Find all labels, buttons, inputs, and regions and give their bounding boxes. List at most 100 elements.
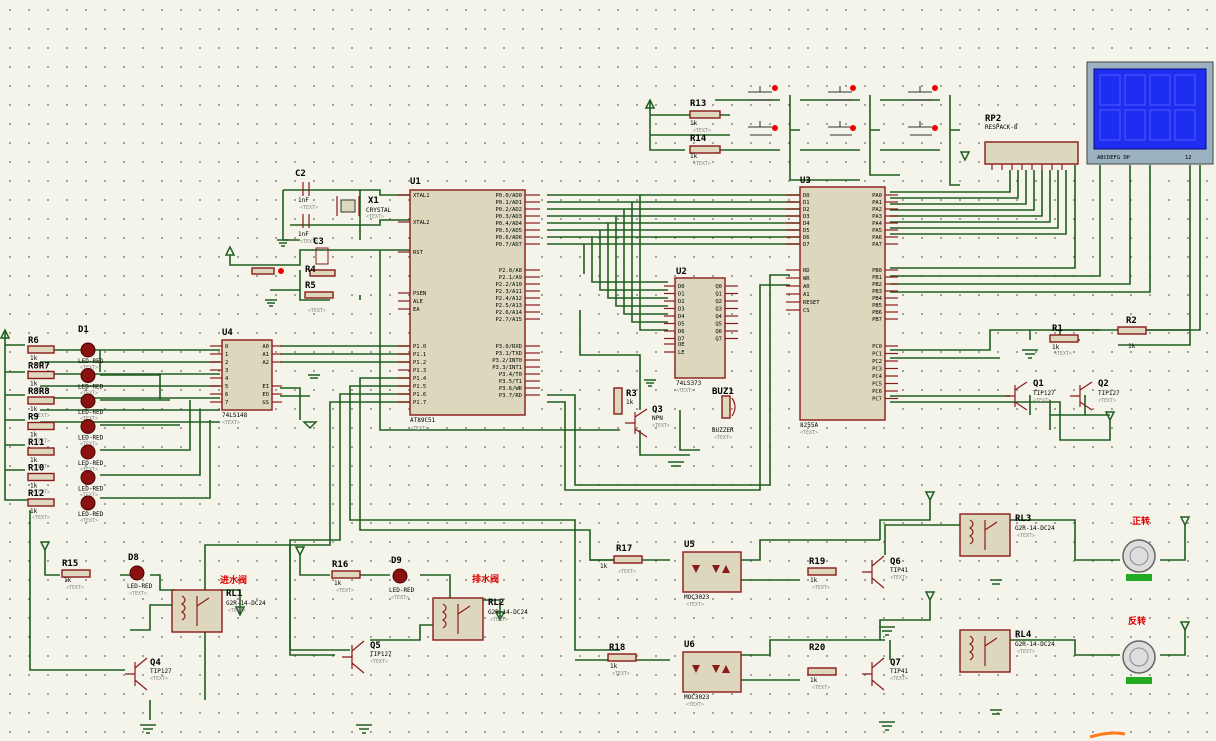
buzzer-buz1[interactable]: BUZ1 BUZZER <TEXT> — [712, 387, 736, 441]
pin-label: EI — [262, 384, 269, 390]
d9-text: <TEXT> — [391, 595, 409, 601]
transistor-q5[interactable]: Q5 TIP127 <TEXT> — [342, 640, 392, 674]
left-led[interactable]: LED-RED<TEXT> — [78, 419, 104, 448]
relay-rl1[interactable]: RL1 G2R-14-DC24 <TEXT> — [171, 589, 266, 633]
rp2-ref: RP2 — [985, 114, 1001, 124]
resistor-r17[interactable]: R17 1k <TEXT> — [600, 544, 643, 575]
left-led[interactable]: LED-RED<TEXT> — [78, 342, 104, 371]
transistor-q1[interactable]: Q1 TIP127 <TEXT> — [1005, 379, 1055, 411]
left-resistor-led-array[interactable]: R61k<TEXT>LED-RED<TEXT>R8R71k<TEXT>LED-R… — [27, 325, 104, 524]
q3-ref: Q3 — [652, 405, 663, 415]
resistor-ref: R6 — [28, 336, 39, 346]
resistor-r3[interactable]: R3 1k — [613, 387, 637, 415]
lcd-display[interactable]: ABCDEFG DP 12 — [1086, 61, 1214, 165]
resistor-value: 1k — [30, 432, 38, 439]
resistor-ref: R10 — [28, 464, 44, 474]
u1-value: AT89C51 — [410, 417, 436, 424]
led-value: LED-RED — [78, 358, 104, 365]
capacitor-c1[interactable]: 1nF <TEXT> — [298, 214, 318, 245]
resistor-r18[interactable]: R18 1k <TEXT> — [607, 643, 637, 677]
resistor-r19[interactable]: R19 1k <TEXT> — [807, 557, 837, 591]
d9-value: LED-RED — [389, 587, 415, 594]
rp2-resistor-pack[interactable]: RP2 RESPACK-8 — [984, 114, 1079, 170]
left-led[interactable]: LED-RED <TEXT> — [78, 368, 104, 397]
pin-label: PA5 — [872, 228, 882, 234]
led-d8[interactable]: D8 LED-RED <TEXT> — [127, 553, 153, 597]
left-led[interactable]: LED-RED<TEXT> — [78, 393, 104, 422]
pin-label: GS — [262, 400, 269, 406]
transistor-q2[interactable]: Q2 TIP127 <TEXT> — [1070, 379, 1120, 411]
capacitor-c3[interactable]: C3 — [313, 237, 329, 265]
resistor-r14[interactable]: R14 1k <TEXT> — [689, 134, 721, 167]
u3-ppi[interactable]: U3 8255A <TEXT> D0D1D2D3D4D5D6D7RDWRA0A1… — [786, 176, 898, 436]
q6-text: <TEXT> — [890, 575, 908, 581]
left-led[interactable]: LED-RED<TEXT> — [78, 444, 104, 473]
relay-rl4[interactable]: RL4 G2R-14-DC24 <TEXT> — [959, 629, 1055, 673]
led-value: LED-RED — [78, 384, 104, 391]
buz1-ref: BUZ1 — [712, 387, 734, 397]
transistor-q6[interactable]: Q6 TIP41 <TEXT> — [862, 555, 908, 589]
resistor-r2[interactable]: R2 1k — [1117, 316, 1147, 350]
led-d9[interactable]: D9 LED-RED <TEXT> — [389, 556, 415, 601]
resistor-value: 1k — [30, 355, 38, 362]
left-led[interactable]: LED-RED<TEXT> — [78, 495, 104, 524]
pin-label: D6 — [803, 235, 810, 241]
pin-label: XTAL1 — [413, 193, 430, 199]
pin-label: 0 — [225, 344, 228, 350]
u6-text: <TEXT> — [686, 702, 704, 708]
left-led[interactable]: LED-RED<TEXT> — [78, 470, 104, 499]
transistor-q7[interactable]: Q7 TIP41 <TEXT> — [862, 657, 908, 691]
pin-label: D4 — [678, 314, 685, 320]
resistor-r15[interactable]: R15 1k <TEXT> — [61, 559, 91, 591]
resistor-text: <TEXT> — [32, 515, 50, 521]
resistor-r4[interactable]: R4 — [305, 265, 336, 277]
u5-ref: U5 — [684, 540, 695, 550]
relay-rl3[interactable]: RL3 G2R-14-DC24 <TEXT> — [959, 513, 1055, 557]
r13-text: <TEXT> — [693, 128, 711, 134]
optocoupler-u6[interactable]: U6 MOC3023 <TEXT> — [682, 640, 742, 708]
cursor-mark — [1089, 731, 1126, 739]
r2-ref: R2 — [1126, 316, 1137, 326]
optocoupler-u5[interactable]: U5 MOC3023 <TEXT> — [682, 540, 742, 608]
rl1-text: <TEXT> — [228, 608, 246, 614]
u6-value: MOC3023 — [684, 694, 710, 701]
transistor-q4[interactable]: Q4 TIP127 <TEXT> — [125, 657, 172, 691]
q5-ref: Q5 — [370, 641, 381, 651]
transistor-q3[interactable]: Q3 NPN <TEXT> — [625, 405, 670, 438]
label-reverse: 反转 — [1128, 615, 1146, 627]
push-buttons[interactable] — [251, 85, 938, 275]
pin-label: P3.6/WR — [499, 386, 523, 392]
pin-label: PB1 — [872, 275, 882, 281]
r15-text: <TEXT> — [66, 585, 84, 591]
resistor-r16[interactable]: R16 1k <TEXT> — [331, 560, 361, 594]
pin-label: PA2 — [872, 207, 882, 213]
pin-label: PB5 — [872, 303, 882, 309]
rl1-value: G2R-14-DC24 — [226, 600, 266, 607]
capacitor-c2[interactable]: C2 1nF <TEXT> — [295, 169, 318, 211]
pin-label: PA1 — [872, 200, 882, 206]
motor-forward[interactable]: 正转 — [1122, 515, 1156, 581]
resistor-r13[interactable]: R13 1k <TEXT> — [689, 99, 721, 134]
motor-reverse[interactable]: 反转 — [1122, 615, 1156, 684]
led-text: <TEXT> — [80, 365, 98, 371]
relay-rl2[interactable]: RL2 G2R-14-DC24 <TEXT> — [432, 597, 528, 641]
r16-text: <TEXT> — [336, 588, 354, 594]
u4-text: <TEXT> — [222, 420, 240, 426]
resistor-r1[interactable]: R1 1k <TEXT> — [1049, 324, 1079, 357]
resistor-r5[interactable]: R5 <TEXT> — [304, 281, 334, 314]
pin-label: Q4 — [715, 314, 722, 320]
q2-text: <TEXT> — [1098, 398, 1116, 404]
rl2-value: G2R-14-DC24 — [488, 609, 528, 616]
u1-microcontroller[interactable]: U1 AT89C51 <TEXT> XTAL1XTAL2RSTPSENALEEA… — [398, 177, 540, 432]
crystal-x1[interactable]: X1 CRYSTAL <TEXT> — [336, 196, 392, 220]
resistor-r20[interactable]: R20 1k <TEXT> — [807, 643, 837, 691]
